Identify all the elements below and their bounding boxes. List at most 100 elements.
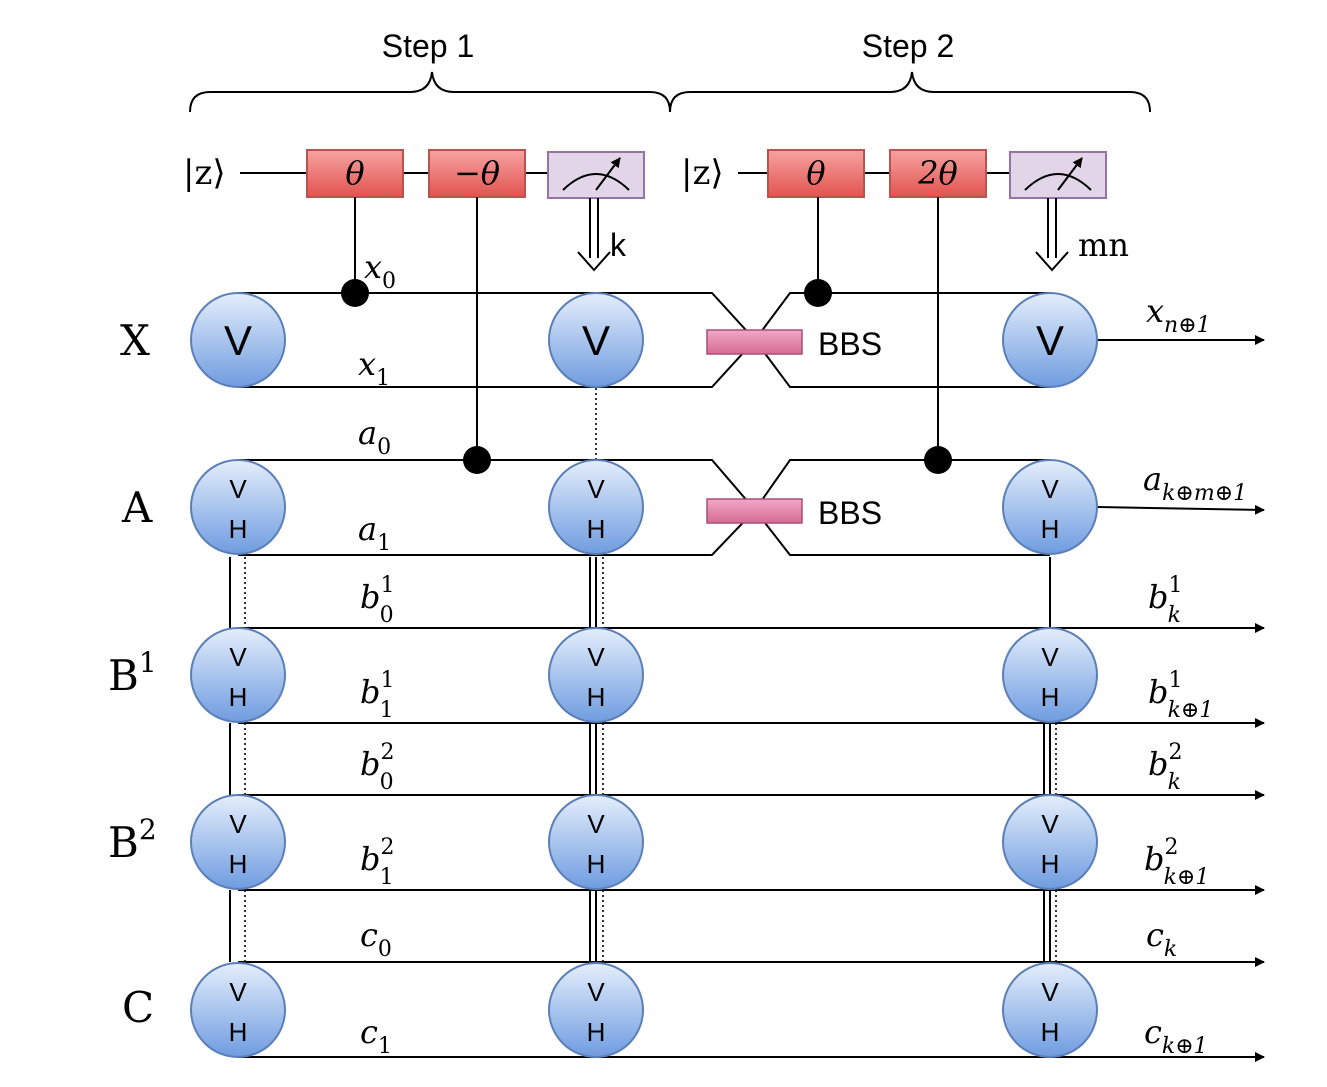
path-label-a0: a0 bbox=[358, 414, 391, 460]
node-label-h: H bbox=[229, 682, 248, 712]
node-label-h: H bbox=[1041, 514, 1060, 544]
node-label-h: H bbox=[1041, 682, 1060, 712]
node-b2-3: VH bbox=[1002, 794, 1098, 890]
meter-arc-icon bbox=[562, 173, 630, 191]
node-label-h: H bbox=[587, 514, 606, 544]
node-label-h: H bbox=[587, 1017, 606, 1047]
meter-arc-icon bbox=[1024, 173, 1092, 191]
step2-label: Step 2 bbox=[862, 28, 955, 64]
qudit-label-b1: B1 bbox=[108, 646, 157, 700]
output-label-a: ak⊕m⊕1 bbox=[1143, 460, 1247, 506]
node-b1-3: VH bbox=[1002, 627, 1098, 723]
node-x-1: V bbox=[190, 292, 286, 388]
node-b2-2: VH bbox=[548, 794, 644, 890]
gate-label-neg-theta-step1: −θ bbox=[454, 154, 500, 192]
bbs-label-x: BBS bbox=[818, 326, 882, 362]
rotation-gate-2theta-step2 bbox=[889, 149, 987, 198]
node-x-2: V bbox=[548, 292, 644, 388]
node-label-h: H bbox=[229, 849, 248, 879]
node-label-h: H bbox=[1041, 1017, 1060, 1047]
node-label-v: V bbox=[229, 977, 247, 1007]
control-lines bbox=[354, 197, 939, 458]
path-label-a1: a1 bbox=[358, 510, 391, 556]
path-label-c1: c1 bbox=[360, 1013, 392, 1059]
control-dots bbox=[341, 279, 952, 474]
meter-needle-icon bbox=[595, 157, 621, 191]
node-label-h: H bbox=[587, 682, 606, 712]
output-label-ck1: ck⊕1 bbox=[1144, 1013, 1208, 1059]
node-a-1: VH bbox=[190, 459, 286, 555]
gate-label-theta-step2: θ bbox=[806, 154, 825, 192]
node-b2-1: VH bbox=[190, 794, 286, 890]
node-label-v: V bbox=[229, 642, 247, 672]
node-label-v: V bbox=[587, 474, 605, 504]
node-label-h: H bbox=[229, 1017, 248, 1047]
ancilla-step1: |z⟩ θ −θ k bbox=[183, 149, 645, 272]
node-label-v: V bbox=[1041, 977, 1059, 1007]
node-label-v: V bbox=[587, 809, 605, 839]
classical-output-arrow-step1 bbox=[577, 198, 611, 272]
node-b1-2: VH bbox=[548, 627, 644, 723]
step2-brace bbox=[669, 71, 1151, 113]
beam-splitter-a: BBS bbox=[706, 495, 882, 531]
output-label-ck: ck bbox=[1146, 916, 1177, 962]
qudit-label-c: C bbox=[122, 983, 154, 1032]
path-label-x1: x1 bbox=[358, 345, 390, 391]
qudit-label-b2: B2 bbox=[108, 813, 157, 867]
node-label-h: H bbox=[1041, 849, 1060, 879]
node-label-v: V bbox=[582, 317, 610, 364]
gate-label-theta-step1: θ bbox=[345, 154, 364, 192]
node-a-2: VH bbox=[548, 459, 644, 555]
step1-label: Step 1 bbox=[382, 28, 475, 64]
ancilla-ket-step2: |z⟩ bbox=[681, 153, 724, 193]
qudit-connectors bbox=[229, 388, 1057, 962]
node-c-1: VH bbox=[190, 962, 286, 1058]
node-x-3: V bbox=[1002, 292, 1098, 388]
node-a-3: VH bbox=[1002, 459, 1098, 555]
ancilla-step2: |z⟩ θ 2θ mn bbox=[681, 149, 1129, 272]
rotation-gate-theta-step1 bbox=[306, 149, 404, 198]
node-label-v: V bbox=[587, 642, 605, 672]
output-label-x: xn⊕1 bbox=[1146, 292, 1211, 338]
control-dot bbox=[804, 279, 832, 307]
beam-splitter-x: BBS bbox=[706, 326, 882, 362]
bbs-label-a: BBS bbox=[818, 495, 882, 531]
node-label-v: V bbox=[587, 977, 605, 1007]
node-label-v: V bbox=[1041, 809, 1059, 839]
path-label-c0: c0 bbox=[360, 916, 392, 962]
node-label-h: H bbox=[587, 849, 606, 879]
classical-output-arrow-step2 bbox=[1035, 198, 1069, 272]
node-label-h: H bbox=[229, 514, 248, 544]
control-dot bbox=[341, 279, 369, 307]
node-label-v: V bbox=[229, 474, 247, 504]
rotation-gate-theta-step2 bbox=[767, 149, 865, 198]
node-b1-1: VH bbox=[190, 627, 286, 723]
step1-brace bbox=[189, 71, 671, 113]
node-c-3: VH bbox=[1002, 962, 1098, 1058]
node-label-v: V bbox=[224, 317, 252, 364]
meter-needle-icon bbox=[1057, 157, 1083, 191]
rotation-gate-neg-theta-step1 bbox=[428, 149, 526, 198]
path-label-x0: x0 bbox=[364, 248, 396, 294]
node-c-2: VH bbox=[548, 962, 644, 1058]
node-label-v: V bbox=[229, 809, 247, 839]
control-dot bbox=[463, 446, 491, 474]
node-label-v: V bbox=[1036, 317, 1064, 364]
ancilla-ket-step1: |z⟩ bbox=[183, 153, 226, 193]
qudit-label-a: A bbox=[121, 483, 153, 532]
gate-label-2theta-step2: 2θ bbox=[917, 154, 958, 192]
control-dot bbox=[924, 446, 952, 474]
measurement-outcome-mn: mn bbox=[1078, 226, 1129, 264]
